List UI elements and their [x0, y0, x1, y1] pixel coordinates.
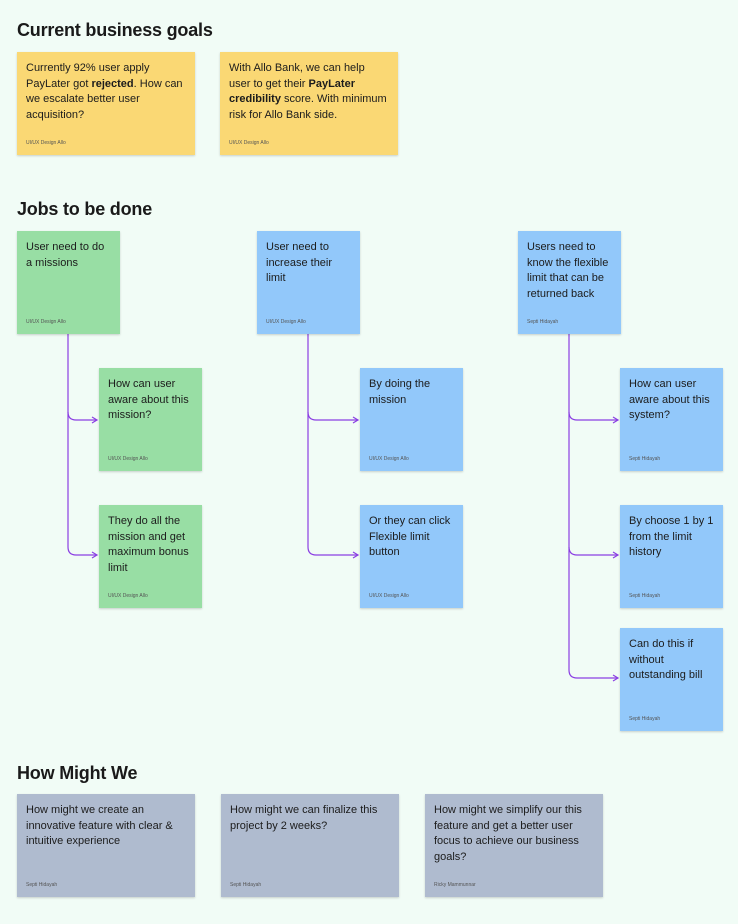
note-text: User need to increase their limit	[266, 241, 333, 284]
sticky-note-job-1-step-2[interactable]: They do all the mission and get maximum …	[99, 505, 202, 608]
note-text: How might we simplify our this feature a…	[434, 804, 582, 863]
sticky-note-job-3-step-3[interactable]: Can do this if without outstanding bill …	[620, 628, 723, 731]
section-title-jobs-to-be-done: Jobs to be done	[17, 199, 153, 219]
note-author: UI/UX Design Allo	[108, 456, 148, 462]
section-title-how-might-we: How Might We	[17, 763, 138, 783]
sticky-note-job-3[interactable]: Users need to know the flexible limit th…	[518, 231, 621, 334]
sticky-note-job-3-step-1[interactable]: How can user aware about this system? Se…	[620, 368, 723, 471]
sticky-note-hmw-3[interactable]: How might we simplify our this feature a…	[425, 794, 603, 897]
note-text: Currently 92% user apply PayLater got re…	[26, 62, 183, 121]
sticky-note-hmw-1[interactable]: How might we create an innovative featur…	[17, 794, 195, 897]
connector-job3-child1	[568, 334, 620, 424]
sticky-note-job-2-step-1[interactable]: By doing the mission UI/UX Design Allo	[360, 368, 463, 471]
note-author: UI/UX Design Allo	[26, 140, 66, 146]
note-author: UI/UX Design Allo	[26, 319, 66, 325]
sticky-note-hmw-2[interactable]: How might we can finalize this project b…	[221, 794, 399, 897]
note-author: Septi Hidayah	[629, 456, 661, 462]
note-author: Ricky Mammunnar	[434, 882, 476, 888]
connector-job3-child3	[568, 547, 620, 682]
note-author: Septi Hidayah	[26, 882, 58, 888]
connector-job2-child1	[307, 334, 360, 424]
sticky-note-job-2[interactable]: User need to increase their limit UI/UX …	[257, 231, 360, 334]
note-text: By choose 1 by 1 from the limit history	[629, 515, 714, 558]
note-author: UI/UX Design Allo	[266, 319, 306, 325]
note-text: How might we create an innovative featur…	[26, 804, 173, 847]
note-author: Septi Hidayah	[230, 882, 262, 888]
sticky-note-goal-1[interactable]: Currently 92% user apply PayLater got re…	[17, 52, 195, 155]
connector-job3-child2	[568, 412, 620, 559]
sticky-note-goal-2[interactable]: With Allo Bank, we can help user to get …	[220, 52, 398, 155]
note-text: By doing the mission	[369, 378, 431, 406]
section-title-business-goals: Current business goals	[17, 20, 213, 40]
sticky-note-job-1[interactable]: User need to do a missions UI/UX Design …	[17, 231, 120, 334]
note-text: Can do this if without outstanding bill	[629, 638, 703, 681]
note-author: UI/UX Design Allo	[229, 140, 269, 146]
note-author: Septi Hidayah	[629, 593, 661, 599]
note-text: How might we can finalize this project b…	[230, 804, 378, 832]
note-text: How can user aware about this system?	[629, 378, 710, 421]
note-text: They do all the mission and get maximum …	[108, 515, 189, 574]
note-text: With Allo Bank, we can help user to get …	[229, 62, 387, 121]
note-author: UI/UX Design Allo	[108, 593, 148, 599]
note-text: Users need to know the flexible limit th…	[527, 241, 609, 300]
connector-job1-child2	[67, 412, 99, 559]
note-text: User need to do a missions	[26, 241, 105, 269]
connector-job1-child1	[67, 334, 99, 424]
note-author: Septi Hidayah	[629, 716, 661, 722]
sticky-note-job-2-step-2[interactable]: Or they can click Flexible limit button …	[360, 505, 463, 608]
sticky-note-job-1-step-1[interactable]: How can user aware about this mission? U…	[99, 368, 202, 471]
note-author: UI/UX Design Allo	[369, 456, 409, 462]
note-text: How can user aware about this mission?	[108, 378, 189, 421]
connector-job2-child2	[307, 412, 360, 559]
note-text: Or they can click Flexible limit button	[369, 515, 451, 558]
note-author: UI/UX Design Allo	[369, 593, 409, 599]
sticky-note-job-3-step-2[interactable]: By choose 1 by 1 from the limit history …	[620, 505, 723, 608]
note-author: Septi Hidayah	[527, 319, 559, 325]
